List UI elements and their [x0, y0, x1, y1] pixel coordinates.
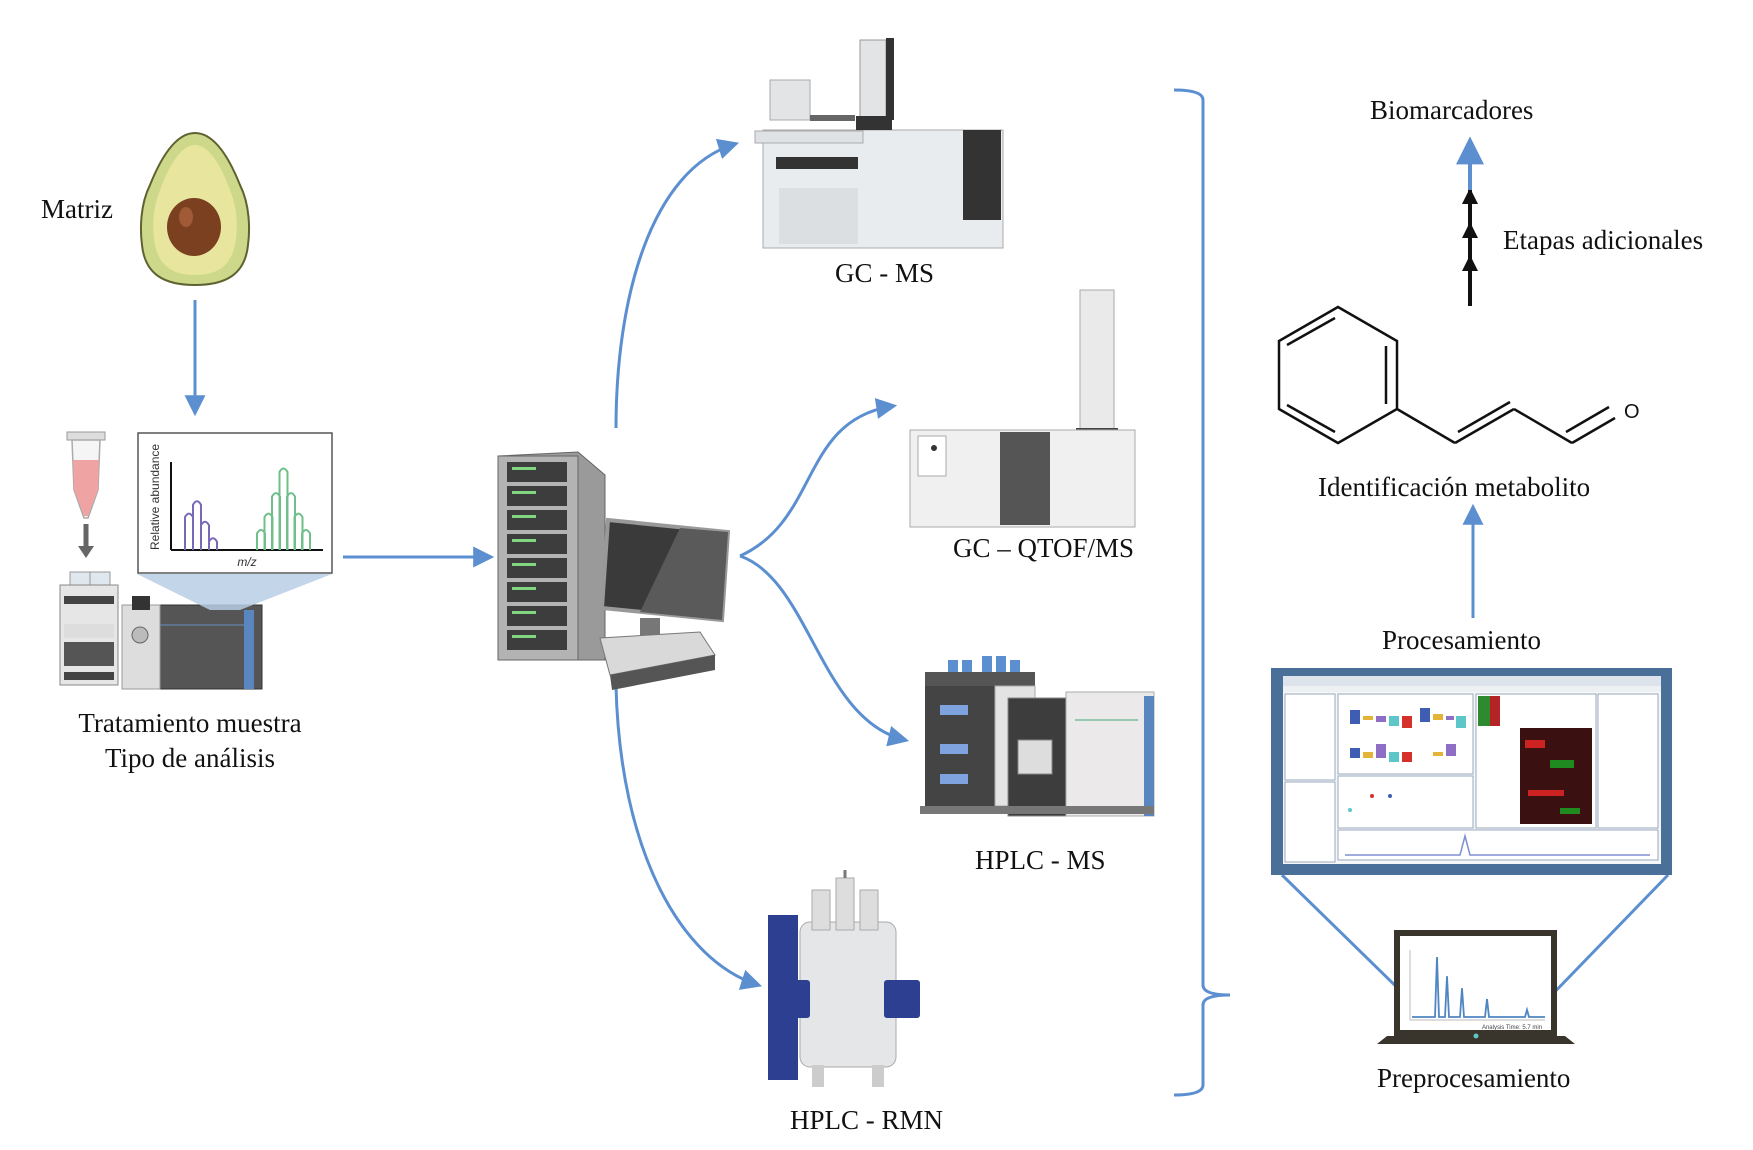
gc-qtof-instrument-icon [909, 289, 1136, 528]
purple-peak [200, 520, 210, 550]
sample-tube-icon [66, 431, 106, 558]
cinnamaldehyde-structure [1277, 305, 1616, 445]
arrow-server-to-qtof [739, 398, 898, 558]
hplc-ms-instrument-icon [920, 656, 1155, 817]
green-peak [286, 492, 296, 550]
lc-ms-instrument-icon [59, 571, 263, 690]
step-arrowhead-3 [1462, 188, 1478, 204]
purple-peak [192, 500, 202, 550]
avocado-icon [140, 131, 250, 287]
arrow-server-to-hplcrmn [614, 685, 762, 990]
step-arrowhead-1 [1462, 255, 1478, 271]
arrow-server-to-hplcms [739, 554, 910, 747]
green-peak [293, 512, 304, 550]
gc-ms-label: GC - MS [835, 258, 935, 288]
spectrum-zoom-wedge [137, 574, 332, 610]
laptop-analysis-time: Analysis Time: 5.7 min [1482, 1025, 1542, 1031]
sample-treatment-label: Tratamiento muestra Tipo de análisis [40, 708, 340, 774]
spectrum-ylabel: Relative abundance [148, 444, 162, 550]
spectrum-xlabel: m/z [237, 555, 256, 569]
zoom-line-right [1543, 873, 1670, 1004]
matrix-label: Matriz [41, 194, 113, 224]
zoom-line-left [1280, 873, 1414, 1004]
additional-steps-label: Etapas adicionales [1503, 225, 1704, 255]
hplc-rmn-label: HPLC - RMN [790, 1105, 944, 1135]
green-peak [301, 529, 311, 550]
sample-treatment-line1: Tratamiento muestra [78, 708, 302, 738]
bracket [1173, 88, 1231, 1097]
green-peak [278, 467, 289, 550]
oxygen-atom-label: O [1624, 401, 1640, 423]
processing-label: Procesamiento [1382, 625, 1541, 655]
purple-peak [208, 537, 218, 550]
arrow-server-to-gcms [614, 138, 740, 429]
server-computer-icon [497, 451, 731, 690]
preprocessing-label: Preprocesamiento [1377, 1063, 1571, 1093]
laptop-icon: Analysis Time: 5.7 min [1377, 930, 1575, 1044]
analysis-type-line2: Tipo de análisis [104, 743, 275, 774]
gc-ms-instrument-icon [754, 38, 1004, 249]
hplc-ms-label: HPLC - MS [975, 845, 1106, 875]
spectrum-inset: Relative abundance m/z [137, 432, 333, 574]
processing-software-screenshot [1271, 668, 1672, 875]
biomarkers-label: Biomarcadores [1370, 95, 1534, 125]
gc-qtof-ms-label: GC – QTOF/MS [953, 533, 1135, 563]
nmr-instrument-icon [768, 870, 920, 1087]
step-arrowhead-2 [1462, 222, 1478, 238]
metabolite-identification-label: Identificación metabolito [1318, 472, 1591, 502]
